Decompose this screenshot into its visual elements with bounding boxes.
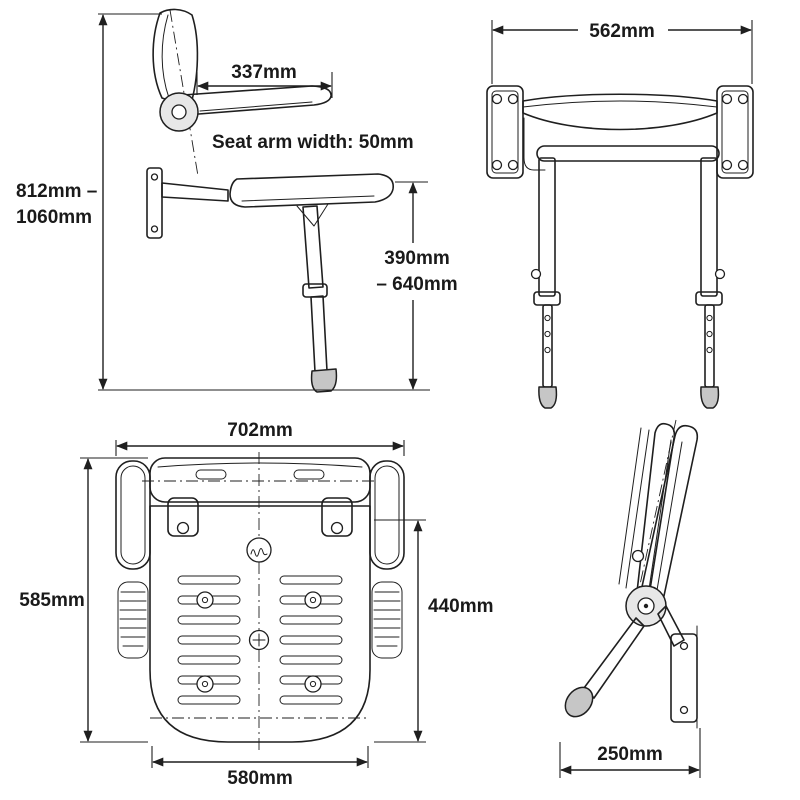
- brand-emblem: [246, 537, 272, 563]
- leg-foot: [700, 386, 720, 409]
- leg-height-min-label: 390mm: [384, 248, 450, 269]
- leg-height-max-label: – 640mm: [376, 274, 457, 295]
- plan-overall-depth-label: 585mm: [19, 590, 85, 611]
- plan-view: 702mm 585mm 440mm 580mm: [19, 420, 493, 789]
- wall-bracket-folded: [670, 625, 698, 729]
- seat-plan: [149, 505, 371, 743]
- side-grip-right: [371, 581, 403, 659]
- leg-foot: [538, 386, 558, 409]
- drain-holes: [196, 591, 322, 693]
- plan-view-dimensions: 702mm 585mm 440mm 580mm: [19, 420, 493, 789]
- leg-foot: [310, 368, 338, 393]
- folded-view: 250mm: [559, 419, 701, 778]
- fold-pivot: [625, 585, 667, 627]
- side-view-drawing: [146, 8, 395, 393]
- center-cap: [248, 629, 270, 651]
- adjust-knob-right: [714, 268, 726, 280]
- front-view: 562mm: [486, 20, 754, 409]
- leg-foot: [564, 686, 594, 718]
- side-grip-left: [117, 581, 149, 659]
- plan-overall-width-label: 702mm: [227, 420, 293, 441]
- folded-projection-label: 250mm: [597, 744, 663, 765]
- leg-brace: [296, 203, 329, 227]
- wall-rail-top: [142, 457, 378, 503]
- arm-depth-label: 337mm: [231, 62, 297, 83]
- fold-knob: [631, 549, 645, 563]
- plan-view-drawing: [115, 452, 405, 750]
- wall-plate-right: [716, 85, 754, 179]
- armrest-right-plan: [369, 460, 405, 570]
- side-view-dimensions: 812mm – 1060mm 337mm Seat arm width: 50m…: [16, 13, 458, 391]
- adjust-knob-left: [530, 268, 542, 280]
- folded-view-dimensions: 250mm: [559, 728, 701, 778]
- armrest-left-plan: [115, 460, 151, 570]
- backrest: [152, 8, 199, 108]
- seat-side: [229, 173, 395, 208]
- leg-side: [302, 205, 338, 393]
- arm-pivot-hinge: [159, 92, 199, 132]
- hinge-left: [167, 497, 199, 537]
- pivot-bracket: [657, 605, 685, 647]
- front-view-drawing: [486, 85, 754, 409]
- folded-leg: [564, 617, 645, 718]
- front-view-dimensions: 562mm: [491, 20, 753, 84]
- plan-seat-width-label: 580mm: [227, 768, 293, 789]
- plan-seat-depth-label: 440mm: [428, 596, 494, 617]
- arm-width-note: Seat arm width: 50mm: [212, 132, 414, 153]
- folded-view-drawing: [564, 419, 699, 729]
- mount-height-min-label: 812mm –: [16, 181, 97, 202]
- side-view: 812mm – 1060mm 337mm Seat arm width: 50m…: [16, 8, 458, 393]
- wall-plate-left: [486, 85, 524, 179]
- centerline: [169, 9, 199, 177]
- mount-height-max-label: 1060mm: [16, 207, 92, 228]
- leg-left-front: [530, 157, 561, 409]
- leg-right-front: [695, 157, 726, 409]
- overall-width-label: 562mm: [589, 21, 655, 42]
- hinge-right: [321, 497, 353, 537]
- wall-bracket-side: [146, 167, 229, 239]
- seat-folded-edge: [522, 93, 718, 131]
- fold-latch: [523, 117, 546, 171]
- armrest-side: [182, 85, 332, 116]
- frame-crossbar: [536, 145, 720, 162]
